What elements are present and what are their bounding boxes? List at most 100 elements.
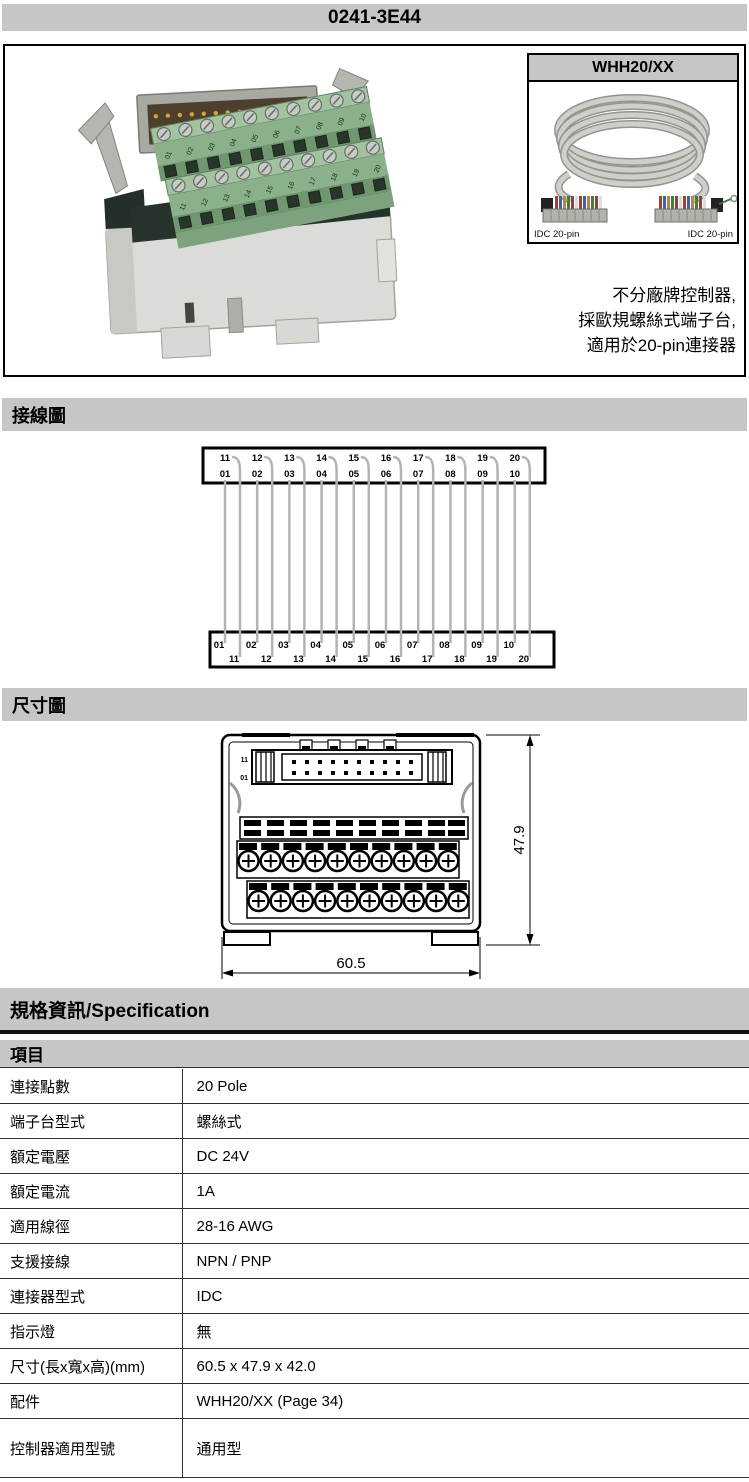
spec-label: 端子台型式	[0, 1103, 183, 1139]
wiring-pin-label: 19	[477, 453, 488, 464]
spec-row: 控制器適用型號通用型	[0, 1418, 749, 1478]
terminal-number: 19	[352, 168, 362, 178]
cable-connector-left	[541, 196, 608, 223]
terminal-number: 01	[164, 150, 174, 160]
wiring-pin-label: 01	[220, 469, 231, 480]
wiring-pin-label: 20	[510, 453, 521, 464]
wiring-pin-label: 18	[445, 453, 456, 464]
cable-photo	[541, 94, 738, 223]
wiring-pin-label: 05	[349, 469, 360, 480]
wiring-pin-label: 05	[343, 640, 354, 651]
wiring-pin-label: 11	[220, 453, 231, 464]
terminal-number: 13	[222, 193, 232, 203]
wiring-pin-label: 19	[486, 654, 497, 665]
spec-row: 額定電壓 DC 24V	[0, 1138, 749, 1174]
idc-20pin-label-left: IDC 20-pin	[534, 229, 580, 240]
terminal-number: 04	[229, 138, 239, 148]
terminal-number: 18	[330, 172, 340, 182]
pin-squares	[292, 760, 413, 775]
spec-row: 連接器型式 IDC	[0, 1278, 749, 1314]
terminal-number: 03	[207, 142, 217, 152]
accessory-image: IDC 20-pin IDC 20-pin	[529, 82, 738, 242]
spec-value: 28-16 AWG	[196, 1217, 274, 1235]
spec-section-header: 規格資訊/Specification	[0, 988, 749, 1034]
wiring-pin-label: 06	[381, 469, 392, 480]
wiring-pin-label: 16	[390, 654, 401, 665]
dimension-diagram: 11 01 47.9 60.5	[220, 733, 540, 979]
wiring-pin-label: 10	[510, 469, 521, 480]
wiring-diagram: 1101011112020212130303131404041415050515…	[201, 446, 556, 669]
spec-value: WHH20/XX (Page 34)	[196, 1392, 344, 1410]
wiring-pin-label: 12	[252, 453, 263, 464]
spec-label: 控制器適用型號	[0, 1418, 183, 1478]
spec-row: 端子台型式螺絲式	[0, 1103, 749, 1139]
wiring-pin-label: 11	[229, 654, 240, 665]
wiring-pin-label: 02	[252, 469, 263, 480]
wiring-pin-label: 03	[278, 640, 289, 651]
spec-label: 額定電流	[0, 1173, 183, 1209]
description-line: 適用於20-pin連接器	[586, 336, 736, 355]
spec-value: 螺絲式	[196, 1113, 242, 1131]
wiring-pin-label: 16	[381, 453, 392, 464]
terminal-number: 14	[244, 189, 254, 199]
spec-label: 配件	[0, 1383, 183, 1419]
wiring-pin-label: 09	[477, 469, 488, 480]
wiring-pin-label: 14	[316, 453, 327, 464]
spec-label: 連接點數	[0, 1069, 183, 1104]
terminal-number: 16	[287, 181, 297, 191]
wiring-pin-label: 09	[471, 640, 482, 651]
spec-value: IDC	[196, 1287, 223, 1305]
wiring-pin-label: 07	[413, 469, 424, 480]
spec-label: 連接器型式	[0, 1278, 183, 1314]
holes-front	[178, 177, 387, 230]
spec-label: 額定電壓	[0, 1138, 183, 1174]
cable-connector-right	[654, 194, 738, 223]
spec-value: DC 24V	[196, 1147, 250, 1165]
dim-pin-label-bottom: 01	[240, 775, 248, 782]
terminal-number: 07	[294, 125, 304, 135]
terminal-number: 09	[337, 117, 347, 127]
dimension-section-header: 尺寸圖	[2, 688, 747, 721]
terminal-number: 11	[179, 202, 188, 212]
wiring-pin-label: 18	[454, 654, 465, 665]
terminal-number: 05	[251, 134, 261, 144]
wiring-section-header: 接線圖	[2, 398, 747, 431]
spec-label: 支援接線	[0, 1243, 183, 1279]
description-line: 採歐規螺絲式端子台,	[578, 311, 736, 330]
wiring-pin-label: 04	[310, 640, 321, 651]
dim-width-value: 60.5	[336, 955, 365, 972]
terminal-number: 17	[308, 177, 318, 187]
spec-value: 無	[196, 1323, 212, 1341]
spec-label: 尺寸(長x寬x高)(mm)	[0, 1348, 183, 1384]
terminal-screws	[237, 843, 470, 913]
wiring-pin-label: 03	[284, 469, 295, 480]
wiring-pin-label: 08	[445, 469, 456, 480]
height-dimension	[486, 734, 540, 946]
spec-value: 60.5 x 47.9 x 42.0	[196, 1357, 316, 1375]
wiring-pin-label: 20	[519, 654, 530, 665]
spec-value: 20 Pole	[196, 1077, 248, 1095]
top-tabs	[299, 739, 397, 751]
terminal-number: 15	[265, 185, 275, 195]
idc-connector-topview: 11 01	[240, 749, 453, 785]
spec-value: 通用型	[196, 1440, 242, 1458]
wiring-pin-label: 04	[316, 469, 327, 480]
wiring-pin-label: 13	[293, 654, 304, 665]
screws-back	[156, 89, 366, 142]
spec-row: 指示燈無	[0, 1313, 749, 1349]
wiring-pin-label: 17	[422, 654, 433, 665]
wiring-pin-label: 02	[246, 640, 257, 651]
terminal-number: 12	[201, 198, 211, 208]
wiring-pin-label: 07	[407, 640, 418, 651]
spec-items-header: 項目	[0, 1040, 749, 1068]
wiring-pin-label: 08	[439, 640, 450, 651]
